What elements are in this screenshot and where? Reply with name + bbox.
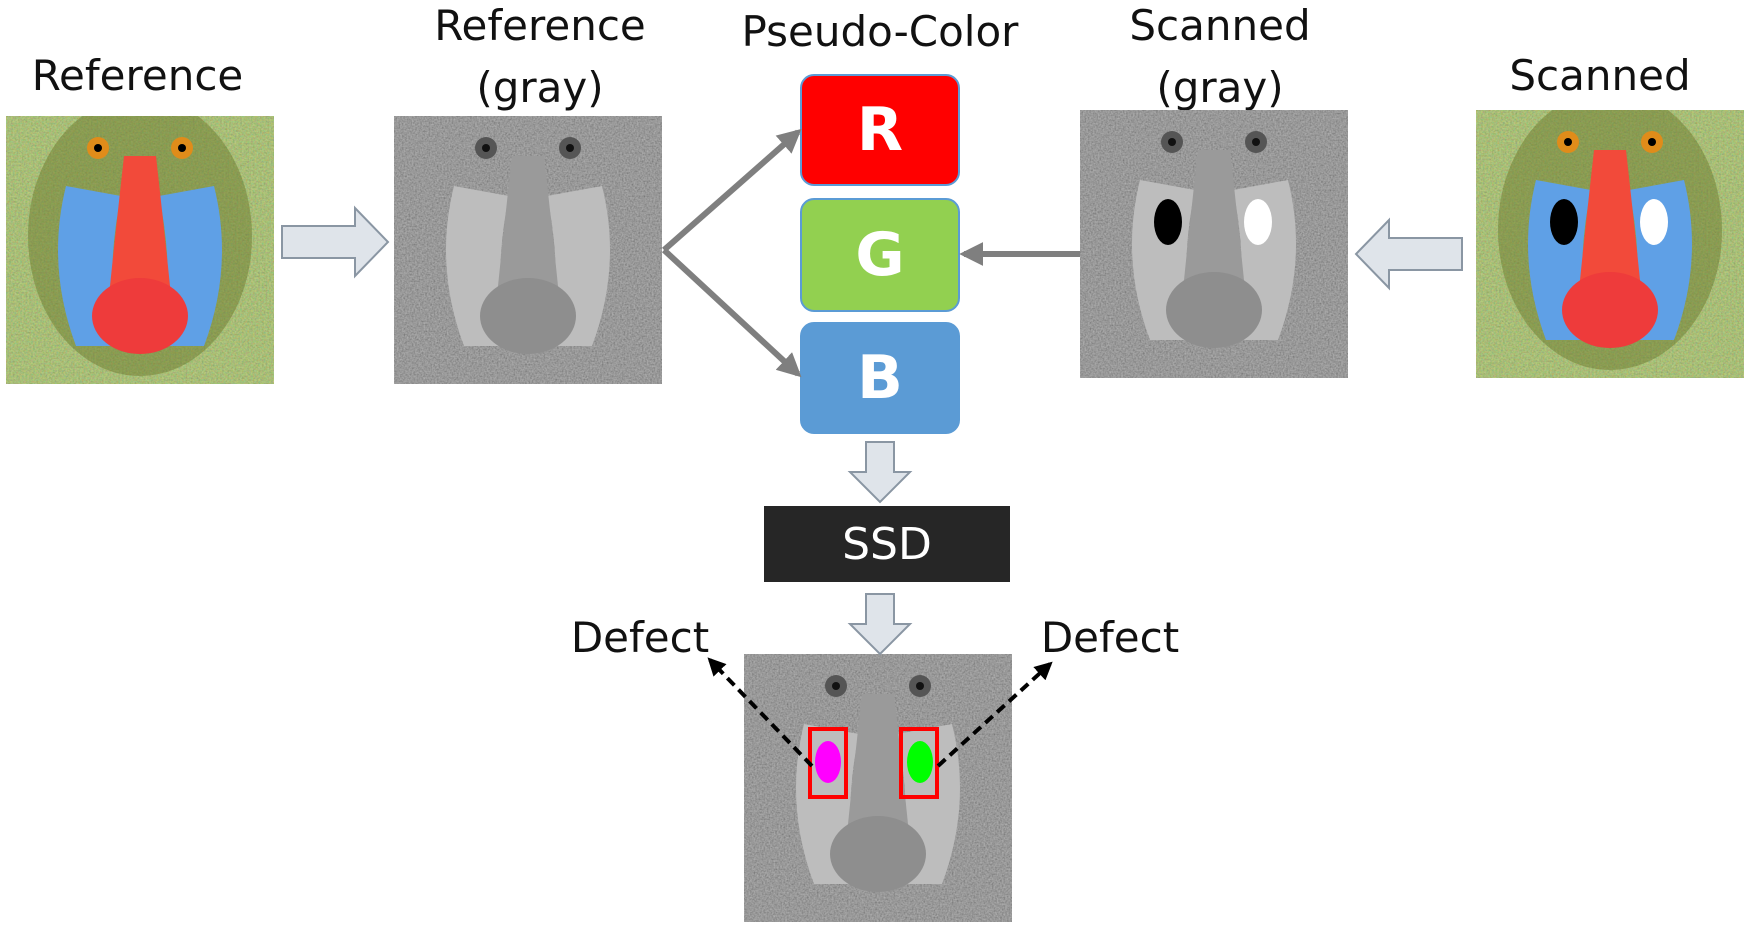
channel-b-box: B xyxy=(800,322,960,434)
block-arrow-down-1 xyxy=(847,441,913,504)
defect-dark-spot xyxy=(1154,199,1182,245)
label-reference-gray-1: Reference xyxy=(434,1,646,50)
label-defect-right: Defect xyxy=(1040,613,1180,662)
channel-g-box: G xyxy=(800,198,960,312)
reference-gray-image xyxy=(394,116,662,384)
arrow-to-r xyxy=(662,128,802,253)
label-defect-left: Defect xyxy=(570,613,710,662)
scanned-gray-image xyxy=(1080,110,1348,378)
result-image xyxy=(744,654,1012,922)
label-reference-gray-2: (gray) xyxy=(476,63,604,112)
label-scanned: Scanned xyxy=(1509,51,1691,100)
defect-green-spot xyxy=(907,741,933,783)
reference-image xyxy=(6,116,274,384)
label-scanned-gray-2: (gray) xyxy=(1156,63,1284,112)
defect-bright-spot xyxy=(1244,199,1272,245)
arrow-to-b xyxy=(661,247,802,378)
defect-magenta-spot xyxy=(815,741,841,783)
label-reference: Reference xyxy=(31,51,244,100)
block-arrow-right xyxy=(281,205,390,279)
ssd-box: SSD xyxy=(764,506,1010,582)
label-scanned-gray-1: Scanned xyxy=(1129,1,1311,50)
block-arrow-down-2 xyxy=(847,593,913,656)
label-pseudo-color: Pseudo-Color xyxy=(741,7,1019,56)
channel-r-box: R xyxy=(800,74,960,186)
block-arrow-left xyxy=(1354,217,1463,291)
scanned-image xyxy=(1476,110,1744,378)
